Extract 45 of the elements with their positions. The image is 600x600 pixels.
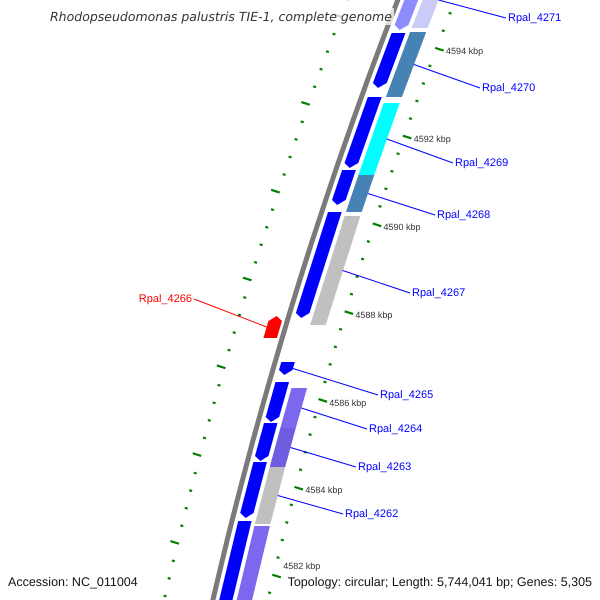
scale-label: 4582 kbp (283, 561, 320, 572)
scale-label: 4586 kbp (329, 398, 366, 409)
gene-label: Rpal_4262 (345, 507, 398, 521)
gene-block (254, 467, 286, 524)
leader-line (367, 193, 436, 216)
leader-line (292, 368, 378, 396)
gene-block (346, 175, 374, 212)
leader-line (438, 0, 506, 18)
gene-label: Rpal_4264 (369, 422, 422, 436)
gene-block (358, 103, 400, 175)
gene-segment (255, 423, 278, 461)
leader-line (300, 408, 368, 430)
gene-label: Rpal_4270 (482, 81, 536, 95)
gene-segment (279, 362, 295, 375)
gene-label: Rpal_4268 (437, 208, 490, 222)
gene-label: Rpal_4269 (455, 156, 508, 170)
gene-block (280, 388, 308, 428)
scale-label: 4592 kbp (414, 134, 451, 145)
gene-segment (266, 382, 290, 422)
gene-label: Rpal_4265 (380, 388, 434, 402)
leader-line (194, 298, 268, 328)
leader-line (342, 270, 410, 294)
leader-line (277, 495, 344, 514)
gene-block (270, 428, 296, 467)
accession-text: Accession: NC_011004 (8, 574, 138, 590)
gene-label: Rpal_4263 (358, 460, 412, 474)
gene-label: Rpal_4267 (412, 286, 466, 300)
gene-segment (332, 170, 356, 205)
leader-line (386, 138, 454, 164)
gene-segment (344, 97, 382, 168)
leader-line (290, 447, 356, 468)
scale-label: 4584 kbp (305, 485, 342, 496)
gene-segment (240, 462, 267, 518)
scale-label: 4588 kbp (355, 310, 392, 321)
scale-label: 4594 kbp (446, 46, 484, 57)
scale-label: 4590 kbp (383, 222, 421, 233)
gene-label: Rpal_4271 (508, 11, 562, 25)
gene-segment (296, 212, 342, 318)
gene-segment (372, 33, 406, 88)
leader-line (413, 64, 480, 88)
genome-info-text: Topology: circular; Length: 5,744,041 bp; Genes: 5,305 (288, 574, 592, 590)
title: Rhodopseudomonas palustris TIE-1, complete genome (48, 8, 394, 25)
gene-block (386, 32, 426, 97)
gene-segment (263, 316, 282, 338)
gene-label: Rpal_4266 (138, 292, 192, 306)
